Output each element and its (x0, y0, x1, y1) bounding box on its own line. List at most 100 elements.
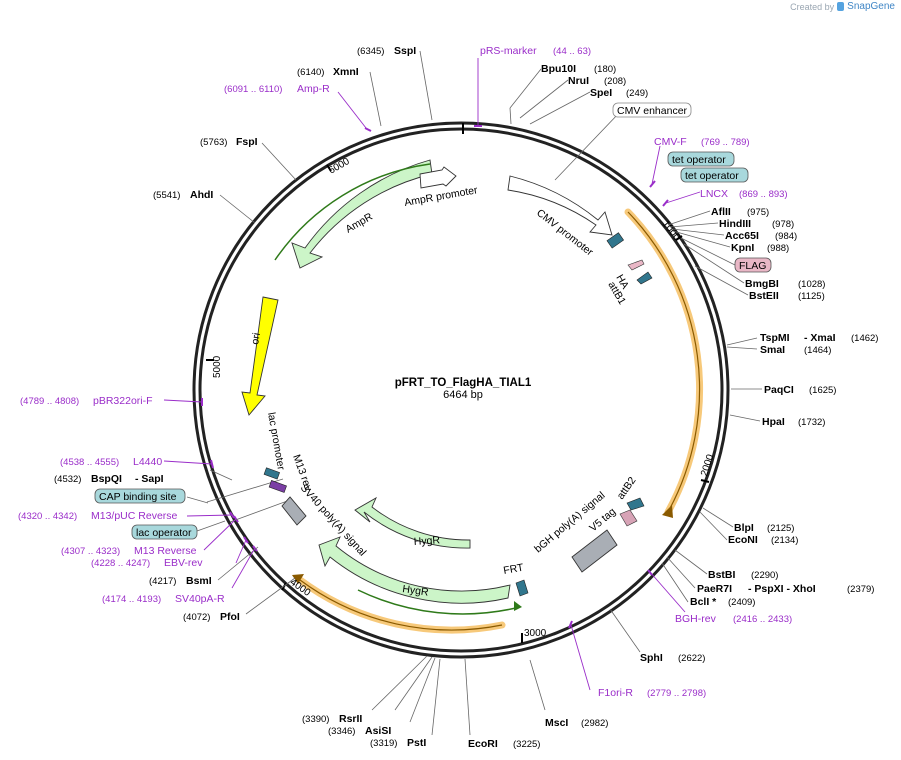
label-ori: ori (249, 332, 263, 346)
primer-cmv-f: CMV-F (769 .. 789) (654, 136, 750, 148)
svg-text:EcoRI: EcoRI (468, 738, 498, 750)
svg-text:(1464): (1464) (804, 345, 831, 356)
boxed-label-flag: FLAG (734, 257, 772, 273)
svg-text:- XmaI: - XmaI (804, 332, 836, 344)
svg-text:(6140): (6140) (297, 67, 324, 78)
svg-text:AhdI: AhdI (190, 189, 213, 201)
label-lac-promoter: lac promoter (265, 411, 287, 471)
svg-text:F1ori-R: F1ori-R (598, 687, 633, 699)
svg-text:CAP binding site: CAP binding site (99, 491, 177, 503)
enzyme-hpai: HpaI(1732) (762, 416, 825, 428)
svg-text:(4072): (4072) (183, 612, 210, 623)
svg-text:(2779 .. 2798): (2779 .. 2798) (647, 688, 706, 699)
svg-text:KpnI: KpnI (731, 242, 754, 254)
boxed-label-cmv-enhancer: CMV enhancer (612, 102, 692, 118)
primer-bgh-rev: BGH-rev (2416 .. 2433) (675, 613, 792, 625)
svg-text:(1732): (1732) (798, 417, 825, 428)
svg-text:tet operator: tet operator (672, 154, 726, 166)
enzyme-bsmi: (4217)BsmI (149, 575, 212, 587)
svg-text:(2622): (2622) (678, 653, 705, 664)
svg-text:BsmI: BsmI (186, 575, 212, 587)
ha-tag-mark (627, 259, 645, 271)
svg-text:XmnI: XmnI (333, 66, 359, 78)
svg-text:FLAG: FLAG (739, 260, 766, 272)
svg-text:RsrII: RsrII (339, 713, 362, 725)
enzyme-asisi: (3346)AsiSI (328, 725, 391, 737)
svg-text:SV40pA-R: SV40pA-R (175, 593, 225, 605)
svg-text:TspMI: TspMI (760, 332, 790, 344)
svg-text:(180): (180) (594, 64, 616, 75)
primer-ebv-rev: (4228 .. 4247)EBV-rev (91, 557, 203, 569)
label-frt: FRT (502, 562, 525, 577)
svg-text:(5541): (5541) (153, 190, 180, 201)
enzyme-sspi: (6345)SspI (357, 45, 416, 57)
svg-text:tet operator: tet operator (685, 170, 739, 182)
enzyme-bpu10i: Bpu10I (180) (541, 63, 616, 75)
enzyme-paqci: PaqCI(1625) (764, 384, 836, 396)
ampr-promoter-arrow (419, 166, 457, 189)
svg-text:(6345): (6345) (357, 46, 384, 57)
svg-text:CMV enhancer: CMV enhancer (617, 105, 688, 117)
plasmid-length: 6464 bp (443, 389, 483, 401)
primer-lncx: LNCX(869 .. 893) (700, 188, 788, 200)
sv40-polya-mark (281, 496, 307, 526)
svg-text:(249): (249) (626, 88, 648, 99)
svg-text:(2290): (2290) (751, 570, 778, 581)
tick-mark-6000 (326, 164, 332, 172)
enzyme-paer7i: PaeR7I- PspXI - XhoI(2379) (697, 583, 874, 595)
hygr-inner-line (357, 589, 521, 615)
svg-text:(4174 .. 4193): (4174 .. 4193) (102, 594, 161, 605)
tick-label-5000: 5000 (212, 355, 223, 378)
svg-text:BstEII: BstEII (749, 290, 779, 302)
svg-text:SmaI: SmaI (760, 344, 785, 356)
svg-text:CMV-F: CMV-F (654, 136, 687, 148)
cap-binding-mark (263, 467, 280, 480)
tick-label-3000: 3000 (524, 628, 547, 639)
svg-text:(4307 .. 4323): (4307 .. 4323) (61, 546, 120, 557)
svg-text:MscI: MscI (545, 717, 568, 729)
svg-text:(3225): (3225) (513, 739, 540, 750)
label-ampr-promoter: AmpR promoter (403, 184, 479, 209)
enzyme-kpni: KpnI (988) (731, 242, 789, 254)
enzyme-blpi: BlpI(2125) (734, 522, 794, 534)
svg-text:(4538 .. 4555): (4538 .. 4555) (60, 457, 119, 468)
enzyme-aflii: AflII(975) (711, 206, 769, 218)
svg-text:M13/pUC Reverse: M13/pUC Reverse (91, 510, 178, 522)
tick-label-1000: 1000 (660, 219, 683, 244)
svg-text:- PspXI - XhoI: - PspXI - XhoI (748, 583, 816, 595)
svg-text:PaeR7I: PaeR7I (697, 583, 732, 595)
enzyme-bstbi: BstBI(2290) (708, 569, 778, 581)
svg-text:Acc65I: Acc65I (725, 230, 759, 242)
enzyme-sphi: SphI (2622) (640, 652, 705, 664)
enzyme-bmgbi: BmgBI(1028) (745, 278, 825, 290)
boxed-label-tet-operator-1: tet operator (667, 151, 735, 167)
primer-amp-r: (6091 .. 6110)Amp-R (224, 83, 330, 95)
svg-text:(1028): (1028) (798, 279, 825, 290)
enzyme-econi: EcoNI(2134) (728, 534, 798, 546)
snapgene-logo-icon (837, 2, 845, 11)
svg-text:(988): (988) (767, 243, 789, 254)
svg-text:(2409): (2409) (728, 597, 755, 608)
enzyme-pfoi: (4072)PfoI (183, 611, 240, 623)
svg-text:Bpu10I: Bpu10I (541, 63, 576, 75)
svg-text:(769 .. 789): (769 .. 789) (701, 137, 750, 148)
svg-text:BGH-rev: BGH-rev (675, 613, 717, 625)
primer-pbr322ori-f: (4789 .. 4808)pBR322ori-F (20, 395, 153, 407)
svg-text:AsiSI: AsiSI (365, 725, 391, 737)
primer-f1ori-r: F1ori-R (2779 .. 2798) (598, 687, 706, 699)
tick-mark-1000 (675, 235, 683, 241)
ampr-arrow (291, 159, 433, 269)
enzyme-fspi: (5763)FspI (200, 136, 258, 148)
svg-text:(3319): (3319) (370, 738, 397, 749)
hygr-arrow-outer (318, 536, 511, 604)
svg-text:(2416 .. 2433): (2416 .. 2433) (733, 614, 792, 625)
lac-operator-mark (268, 480, 287, 493)
svg-text:(2134): (2134) (771, 535, 798, 546)
label-attb2: attB2 (615, 475, 639, 502)
svg-text:- SapI: - SapI (135, 473, 164, 485)
attb1-mark (636, 271, 653, 285)
hygr-arrow-inner (354, 496, 471, 549)
svg-text:SphI: SphI (640, 652, 663, 664)
tick-label-6000: 6000 (327, 156, 352, 177)
credit-brand: SnapGene (847, 1, 895, 12)
